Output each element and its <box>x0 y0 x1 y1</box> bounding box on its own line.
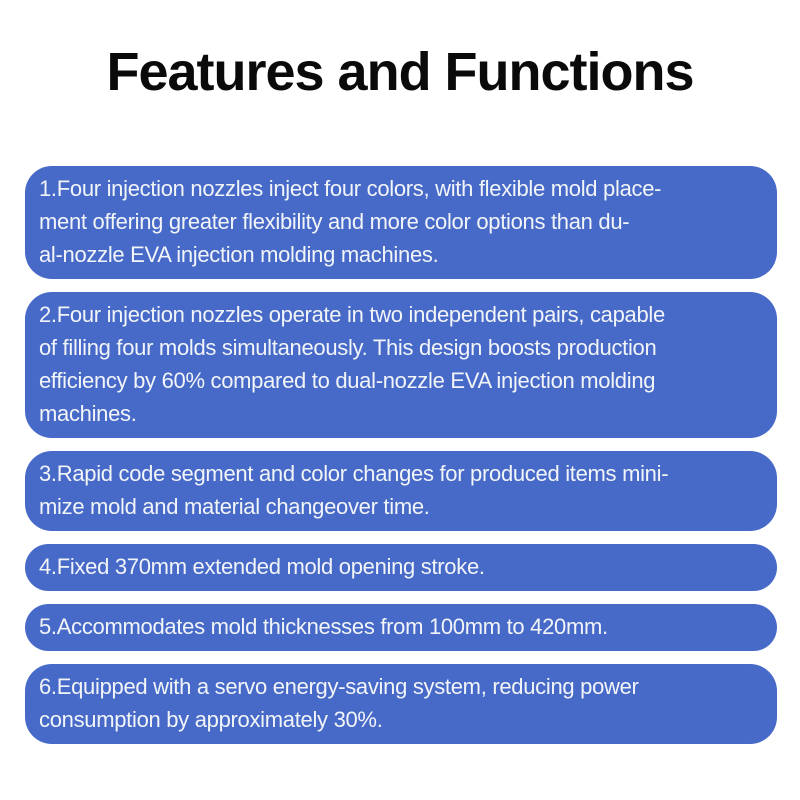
feature-item-1: 1.Four injection nozzles inject four col… <box>25 166 777 279</box>
feature-item-5: 5.Accommodates mold thicknesses from 100… <box>25 604 777 651</box>
page-title: Features and Functions <box>106 42 694 102</box>
feature-item-2: 2.Four injection nozzles operate in two … <box>25 292 777 438</box>
features-list: 1.Four injection nozzles inject four col… <box>25 166 777 757</box>
feature-item-3: 3.Rapid code segment and color changes f… <box>25 451 777 531</box>
feature-item-4: 4.Fixed 370mm extended mold opening stro… <box>25 544 777 591</box>
feature-item-6: 6.Equipped with a servo energy-saving sy… <box>25 664 777 744</box>
